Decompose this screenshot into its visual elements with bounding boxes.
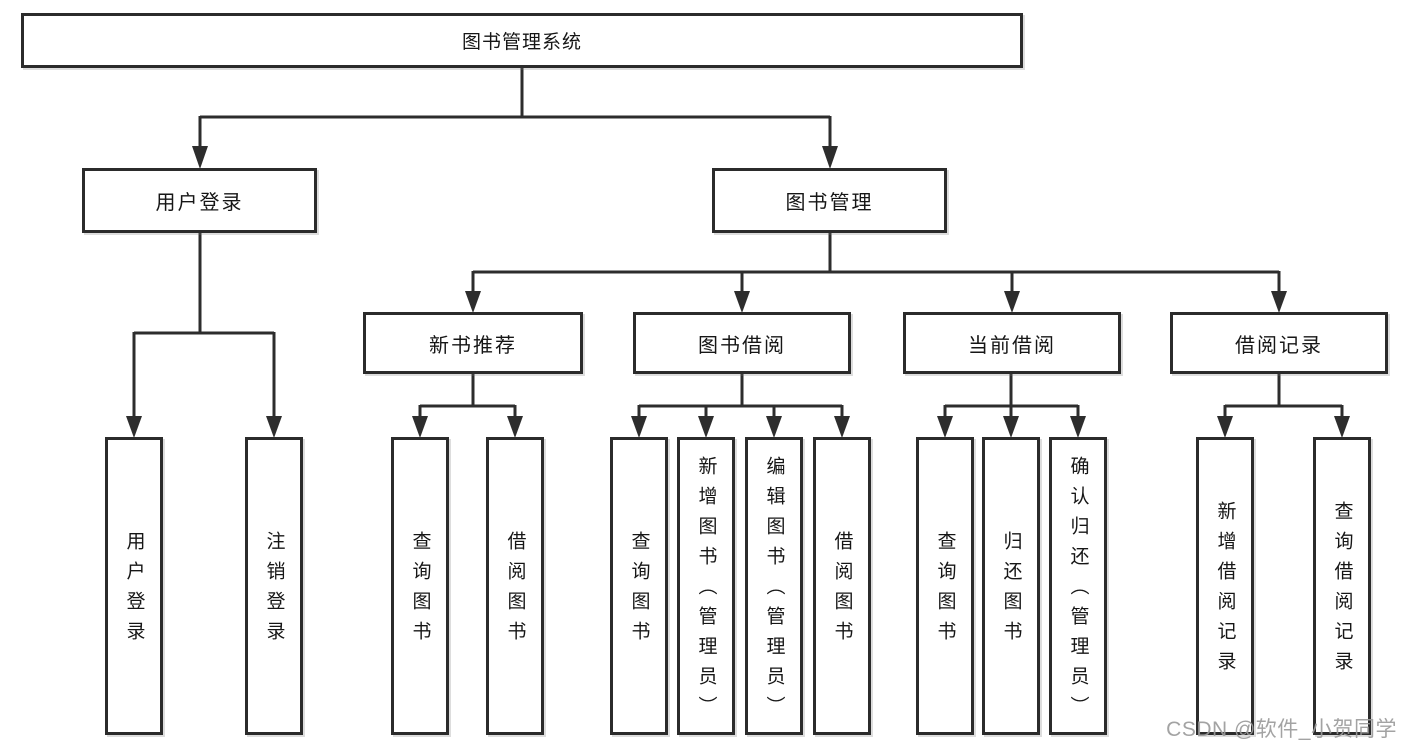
node-user-login: 用户登录 <box>82 168 317 233</box>
node-book-borrow: 图书借阅 <box>633 312 851 374</box>
node-borrow-records: 借阅记录 <box>1170 312 1388 374</box>
csdn-watermark: CSDN @软件_小贺同学 <box>1166 718 1397 741</box>
node-root: 图书管理系统 <box>21 13 1023 68</box>
node-current-borrow: 当前借阅 <box>903 312 1121 374</box>
node-leaf-confirm-return-admin: 确认归还（管理员） <box>1049 437 1107 735</box>
node-leaf-user-login: 用户登录 <box>105 437 163 735</box>
node-leaf-logout: 注销登录 <box>245 437 303 735</box>
node-leaf-return-books: 归还图书 <box>982 437 1040 735</box>
node-book-management: 图书管理 <box>712 168 947 233</box>
node-leaf-borrow-books-recommend: 借阅图书 <box>486 437 544 735</box>
node-leaf-query-books-current: 查询图书 <box>916 437 974 735</box>
node-leaf-query-borrow-record: 查询借阅记录 <box>1313 437 1371 735</box>
node-new-book-recommend: 新书推荐 <box>363 312 583 374</box>
node-leaf-query-books-borrow: 查询图书 <box>610 437 668 735</box>
node-leaf-edit-books-admin: 编辑图书（管理员） <box>745 437 803 735</box>
node-leaf-borrow-books: 借阅图书 <box>813 437 871 735</box>
node-leaf-add-borrow-record: 新增借阅记录 <box>1196 437 1254 735</box>
node-leaf-query-books-recommend: 查询图书 <box>391 437 449 735</box>
node-leaf-add-books-admin: 新增图书（管理员） <box>677 437 735 735</box>
